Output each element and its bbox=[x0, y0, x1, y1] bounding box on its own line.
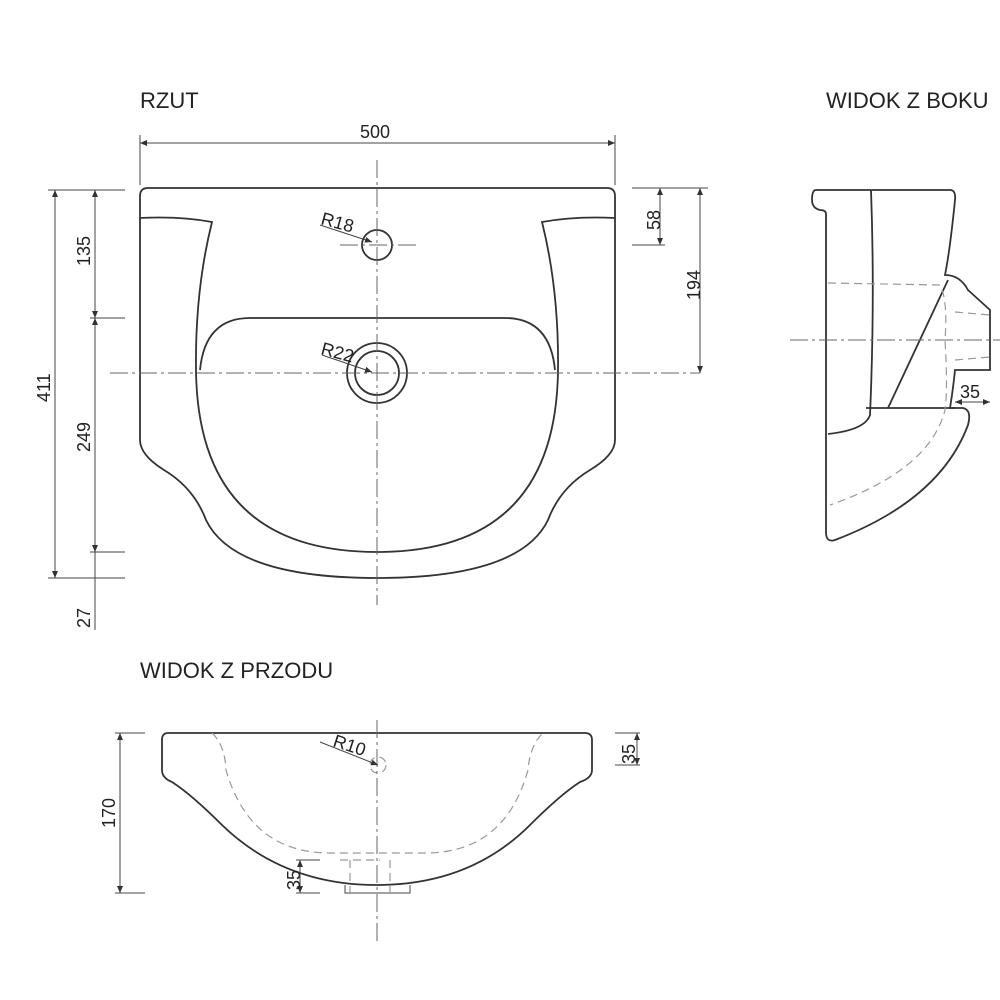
top-view: RZUT R18 R22 500 411 135 249 27 58 1 bbox=[34, 88, 708, 630]
dim-249: 249 bbox=[74, 422, 94, 452]
dim-58: 58 bbox=[644, 210, 664, 230]
top-view-title: RZUT bbox=[140, 88, 199, 113]
side-view: WIDOK Z BOKU 35 bbox=[790, 88, 1000, 542]
dim-r22: R22 bbox=[319, 339, 356, 367]
front-outline bbox=[161, 732, 593, 886]
dim-side-35: 35 bbox=[960, 382, 980, 402]
dim-r10: R10 bbox=[331, 731, 369, 760]
front-view-title: WIDOK Z PRZODU bbox=[140, 658, 333, 683]
side-view-title: WIDOK Z BOKU bbox=[826, 88, 989, 113]
dim-front-bottom-35: 35 bbox=[284, 870, 304, 890]
dim-500: 500 bbox=[360, 122, 390, 142]
front-view: WIDOK Z PRZODU R10 170 35 35 bbox=[99, 658, 640, 945]
dim-170: 170 bbox=[99, 798, 119, 828]
dim-194: 194 bbox=[684, 270, 704, 300]
dim-27: 27 bbox=[74, 608, 94, 628]
side-outline bbox=[811, 189, 991, 542]
dim-411: 411 bbox=[34, 373, 54, 402]
dim-r18: R18 bbox=[319, 209, 356, 237]
dim-front-top-35: 35 bbox=[619, 744, 639, 764]
dim-135: 135 bbox=[74, 236, 94, 266]
